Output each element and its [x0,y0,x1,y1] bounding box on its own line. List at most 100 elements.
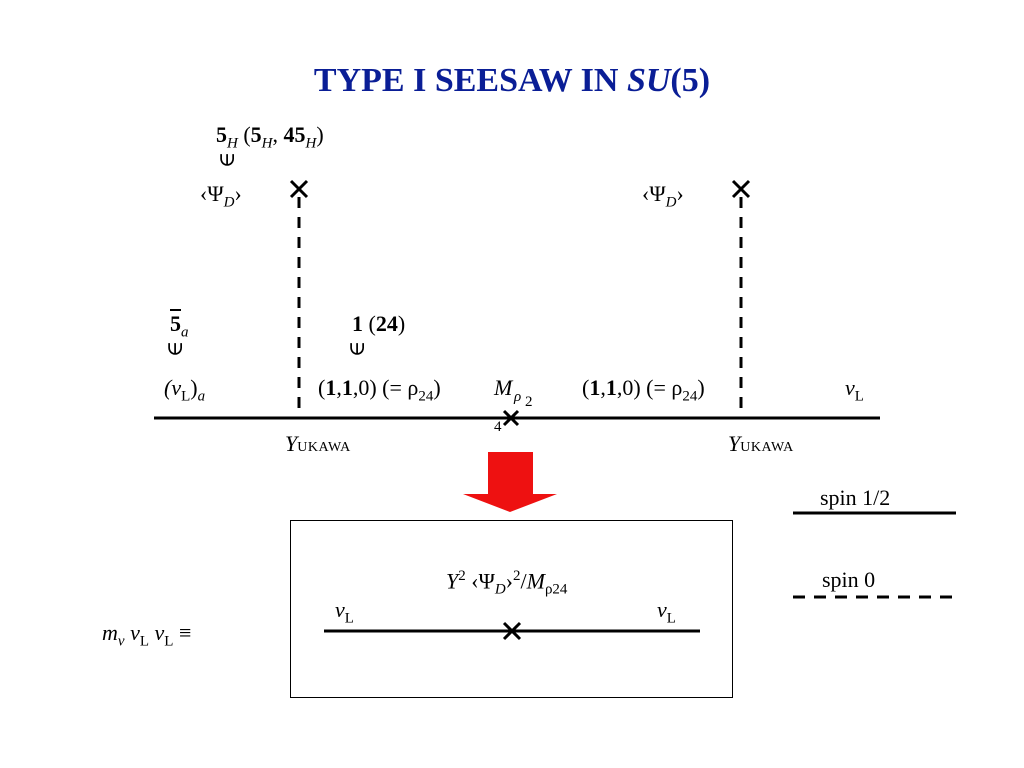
qn-1: 1 [341,375,353,400]
field-index: a [197,388,206,405]
rep-sub: H [261,135,273,152]
paren: ) [433,375,441,400]
paren: ) [397,311,406,336]
legend-spin-zero-label: spin 0 [822,567,876,592]
coupling-M-sub: ρ24 [544,581,568,598]
vev-psi: ‹Ψ [642,181,666,206]
left-fermion-field: (νL)a [164,377,205,404]
effective-right-field: νL [657,599,676,626]
mass-symbol: M [494,375,513,400]
field-sub: L [139,633,149,650]
rep-sub: a [181,324,189,341]
left-higgs-reps: 5H (5H, 45H) [216,124,324,151]
vev-sub: D [665,194,677,211]
title-main: TYPE I SEESAW IN [313,62,627,99]
effective-operator-box [290,520,733,698]
rho-sub: 24 [682,388,698,405]
vev-cross-left [289,179,309,199]
mass-insertion-cross [502,409,520,427]
down-arrow [463,452,557,512]
qn-1: 1 [589,375,601,400]
propagator-right-label: (1,1,0) (= ρ24) [582,377,705,404]
mass-sub: ν [117,633,125,650]
nu-symbol: (ν [164,375,182,400]
mass-sub-4: 4 [494,419,502,435]
right-vev-label: ‹ΨD› [642,183,684,210]
nu-symbol: ν [335,597,345,622]
legend-spin-half-label: spin 1/2 [820,485,891,510]
coupling-vev-close: › [505,568,513,594]
yukawa-cap: Y [285,431,298,456]
paren: ( [318,375,326,400]
vev-sub: D [223,194,235,211]
rep-1: 1 [352,311,363,336]
rep-5H-alt: 5 [250,122,262,147]
yukawa-rest: UKAWA [297,440,351,455]
nu-symbol: ν [657,597,667,622]
paren: ( [363,311,376,336]
equiv-symbol: ≡ [173,620,192,645]
rep-24: 24 [375,311,398,336]
field-sub: L [666,610,676,627]
vev-close: › [234,181,242,206]
comma: , [600,375,606,400]
mass-term-lhs: mν νL νL ≡ [102,622,191,649]
nu-symbol: ν [845,375,855,400]
coupling-vev: ‹Ψ [465,568,495,594]
rep-5bar: 5 [170,311,181,336]
element-of-symbol: ∈ [162,340,188,358]
qn-1: 1 [325,375,337,400]
paren: ) [190,375,198,400]
right-fermion-field: νL [845,377,864,404]
yukawa-left-label: YUKAWA [285,433,351,455]
mass-sub-rho: ρ [514,389,522,405]
qn-tail: ,0) (= ρ [616,375,683,400]
effective-left-field: νL [335,599,354,626]
vev-close: › [676,181,684,206]
vev-psi: ‹Ψ [200,181,224,206]
qn-1: 1 [605,375,617,400]
field-sub: L [164,633,174,650]
rep-sub: H [227,135,238,152]
paren: ) [316,122,324,147]
left-fermion-rep: 5a [170,313,189,340]
nu-symbol: ν [124,620,140,645]
field-sub: L [181,388,191,405]
yukawa-cap: Y [728,431,741,456]
rep-sub: H [305,135,317,152]
element-of-symbol: ∈ [344,340,370,358]
propagator-left-label: (1,1,0) (= ρ24) [318,377,441,404]
mass-sub-2: 2 [525,394,533,410]
rho-sub: 24 [418,388,434,405]
slide-title: TYPE I SEESAW IN SU(5) [0,62,1024,100]
field-sub: L [854,388,864,405]
coupling-vev-sub: D [494,581,506,598]
qn-tail: ,0) (= ρ [352,375,419,400]
yukawa-rest: UKAWA [740,440,794,455]
rep-5H: 5 [216,122,227,147]
paren: ( [582,375,590,400]
coupling-sup: 2 [512,568,521,584]
paren: ( [237,122,251,147]
effective-cross [502,621,522,641]
coupling-sup: 2 [458,568,466,584]
nu-symbol: ν [149,620,165,645]
title-group-arg: (5) [670,62,711,99]
yukawa-right-label: YUKAWA [728,433,794,455]
coupling-slash: / [520,568,527,594]
field-sub: L [344,610,354,627]
effective-coupling: Y2 ‹ΨD›2/Mρ24 [446,569,567,598]
element-of-symbol: ∈ [214,151,240,169]
left-vev-label: ‹ΨD› [200,183,242,210]
mass-m: m [102,620,118,645]
singlet-rep: 1 (24) [352,313,405,335]
rep-45H: 45 [283,122,306,147]
title-group: SU [626,62,671,99]
coupling-M: M [526,568,545,594]
comma: , [272,122,284,147]
coupling-Y: Y [446,568,459,594]
paren: ) [697,375,705,400]
vev-cross-right [731,179,751,199]
comma: , [336,375,342,400]
